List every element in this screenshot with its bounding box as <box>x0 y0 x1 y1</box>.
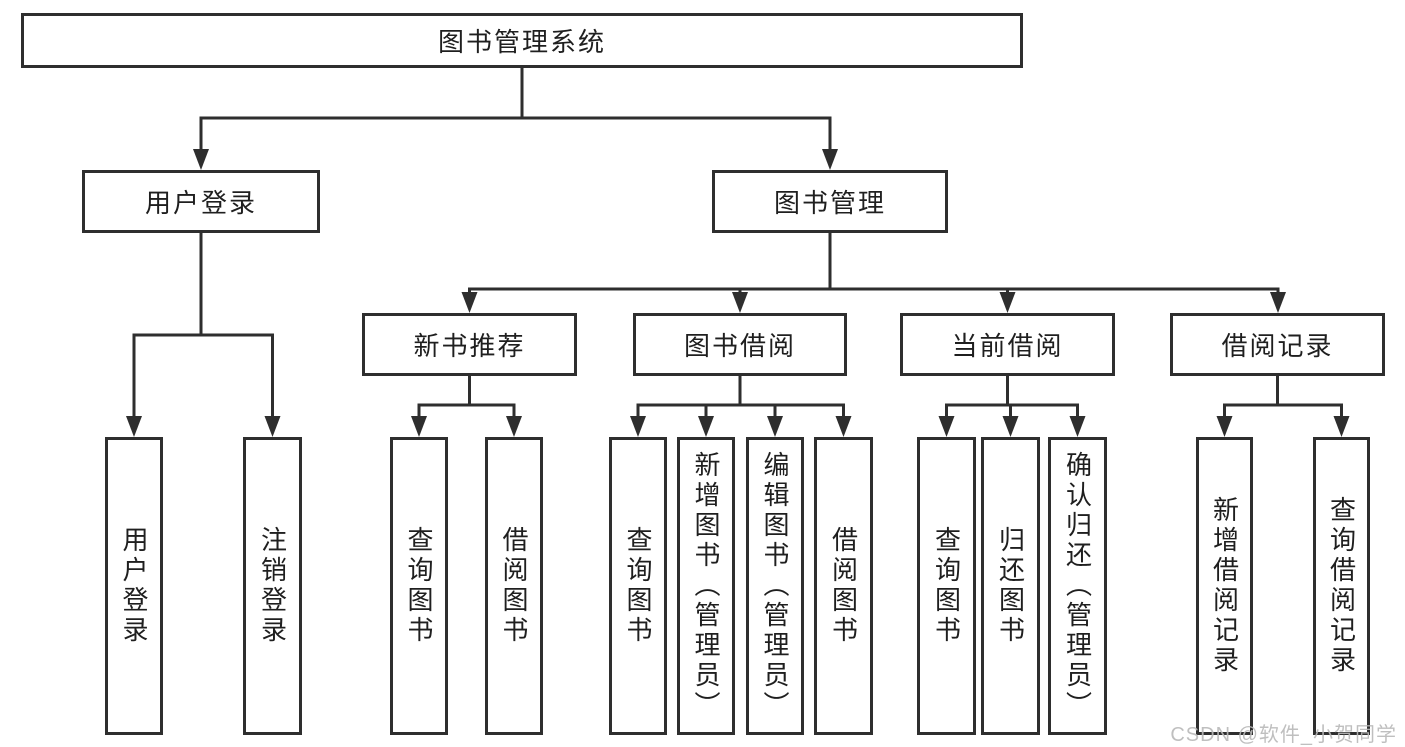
node-label: 当前借阅 <box>951 331 1064 361</box>
leaf-label: 注销登录 <box>257 526 288 646</box>
leaf-add-borrow-record: 新增借阅记录 <box>1196 437 1253 735</box>
leaf-label: 归还图书 <box>995 526 1026 646</box>
leaf-label: 新增图书（管理员） <box>691 451 721 721</box>
csdn-watermark: CSDN @软件_小贺同学 <box>1170 724 1397 746</box>
leaf-label: 查询图书 <box>404 526 434 646</box>
leaf-confirm-return-admin: 确认归还（管理员） <box>1048 437 1107 735</box>
leaf-label: 编辑图书（管理员） <box>760 451 790 721</box>
leaf-logout: 注销登录 <box>243 437 302 735</box>
leaf-label: 新增借阅记录 <box>1209 496 1240 676</box>
leaf-label: 用户登录 <box>119 526 149 646</box>
leaf-edit-books-admin: 编辑图书（管理员） <box>746 437 804 735</box>
node-user-login: 用户登录 <box>82 170 320 233</box>
leaf-return-books: 归还图书 <box>981 437 1040 735</box>
node-label: 图书借阅 <box>683 331 796 361</box>
node-current-borrowing: 当前借阅 <box>900 313 1115 376</box>
node-label: 图书管理系统 <box>437 27 606 57</box>
leaf-label: 确认归还（管理员） <box>1062 451 1093 721</box>
node-label: 借阅记录 <box>1221 331 1334 361</box>
node-library-management-system: 图书管理系统 <box>21 13 1023 68</box>
leaf-query-borrow-record: 查询借阅记录 <box>1313 437 1370 735</box>
node-label: 用户登录 <box>144 188 257 218</box>
node-label: 新书推荐 <box>413 331 526 361</box>
leaf-query-books-current: 查询图书 <box>917 437 976 735</box>
node-borrowing-records: 借阅记录 <box>1170 313 1385 376</box>
arrow-head-icons <box>126 149 1350 437</box>
leaf-borrow-books-borrowing: 借阅图书 <box>814 437 873 735</box>
leaf-query-books-newbooks: 查询图书 <box>390 437 448 735</box>
leaf-label: 查询图书 <box>931 526 962 646</box>
leaf-borrow-books-newbooks: 借阅图书 <box>485 437 543 735</box>
leaf-label: 借阅图书 <box>499 526 529 646</box>
leaf-query-books-borrowing: 查询图书 <box>609 437 667 735</box>
node-book-management: 图书管理 <box>712 170 948 233</box>
node-book-borrowing: 图书借阅 <box>633 313 847 376</box>
leaf-label: 借阅图书 <box>828 526 859 646</box>
leaf-label: 查询借阅记录 <box>1326 496 1357 676</box>
leaf-label: 查询图书 <box>623 526 653 646</box>
node-new-book-recommend: 新书推荐 <box>362 313 577 376</box>
leaf-add-books-admin: 新增图书（管理员） <box>677 437 735 735</box>
node-label: 图书管理 <box>773 188 886 218</box>
leaf-user-login: 用户登录 <box>105 437 163 735</box>
